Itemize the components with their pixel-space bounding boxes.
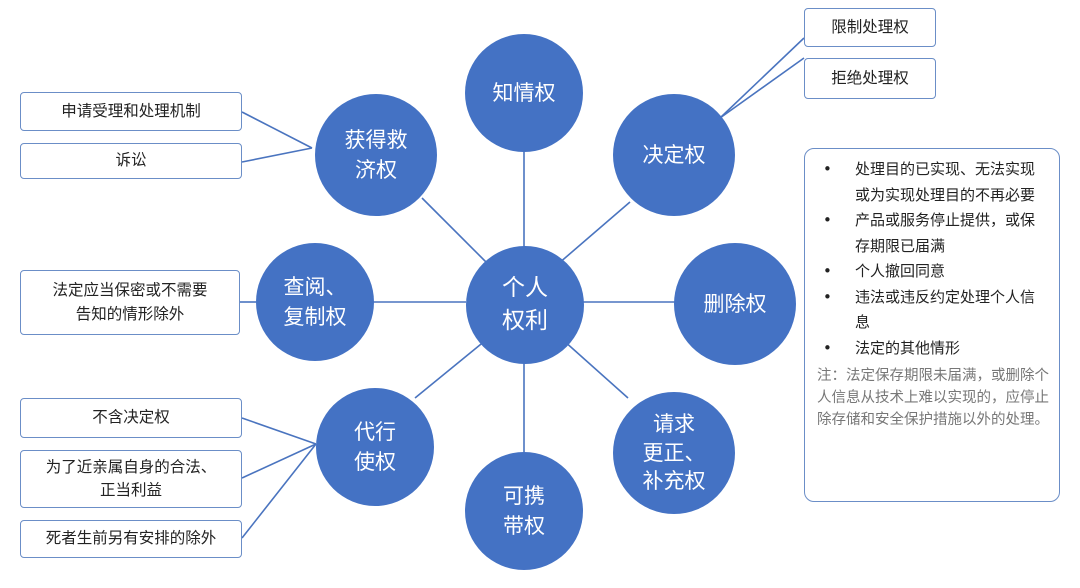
condition-item: •法定的其他情形: [817, 336, 1049, 362]
spoke-proxy: [414, 339, 487, 399]
bullet: •: [823, 287, 832, 306]
box-application-mechanism: 申请受理和处理机制: [20, 92, 242, 131]
right-remedy-node: 获得救 济权: [315, 94, 437, 216]
link-relatives: [241, 443, 317, 479]
spoke-correct: [562, 339, 629, 399]
right-correct-node: 请求 更正、 补充权: [613, 392, 735, 514]
right-decide-node: 决定权: [613, 94, 735, 216]
box-litigation: 诉讼: [20, 143, 242, 179]
box-restrict-processing: 限制处理权: [804, 8, 936, 47]
link-refuse: [719, 57, 805, 119]
condition-item: •违法或违反约定处理个人信息: [817, 285, 1049, 336]
link-restrict: [719, 37, 805, 119]
center-personal-rights-node: 个人 权利: [466, 246, 584, 364]
link-no-decision: [241, 417, 317, 445]
right-delete-node: 删除权: [674, 243, 796, 365]
delete-conditions-panel: •处理目的已实现、无法实现或为实现处理目的不再必要 •产品或服务停止提供，或保存…: [804, 148, 1060, 502]
right-access-node: 查阅、 复制权: [256, 243, 374, 361]
bullet: •: [823, 211, 832, 229]
right-portable-node: 可携 带权: [465, 452, 583, 570]
box-relatives-interest: 为了近亲属自身的合法、 正当利益: [20, 450, 242, 508]
box-no-decision-right: 不含决定权: [20, 398, 242, 438]
right-proxy-node: 代行 使权: [316, 388, 434, 506]
box-confidential-exception: 法定应当保密或不需要 告知的情形除外: [20, 270, 240, 335]
box-refuse-processing: 拒绝处理权: [804, 58, 936, 99]
right-know-node: 知情权: [465, 34, 583, 152]
bullet: •: [823, 262, 832, 280]
link-mechanism: [241, 111, 313, 149]
condition-item: •个人撤回同意: [817, 259, 1049, 285]
bullet: •: [823, 338, 832, 357]
box-deceased-exception: 死者生前另有安排的除外: [20, 520, 242, 558]
delete-conditions-list: •处理目的已实现、无法实现或为实现处理目的不再必要 •产品或服务停止提供，或保存…: [817, 157, 1049, 361]
condition-item: •处理目的已实现、无法实现或为实现处理目的不再必要: [817, 157, 1049, 208]
delete-note: 注：法定保存期限未届满，或删除个人信息从技术上难以实现的，应停止除存储和安全保护…: [817, 368, 1049, 428]
link-deceased: [241, 443, 317, 539]
spoke-decide: [557, 201, 631, 265]
bullet: •: [823, 160, 832, 178]
link-litigation: [241, 147, 313, 163]
condition-item: •产品或服务停止提供，或保存期限已届满: [817, 208, 1049, 259]
spoke-remedy: [421, 197, 487, 263]
